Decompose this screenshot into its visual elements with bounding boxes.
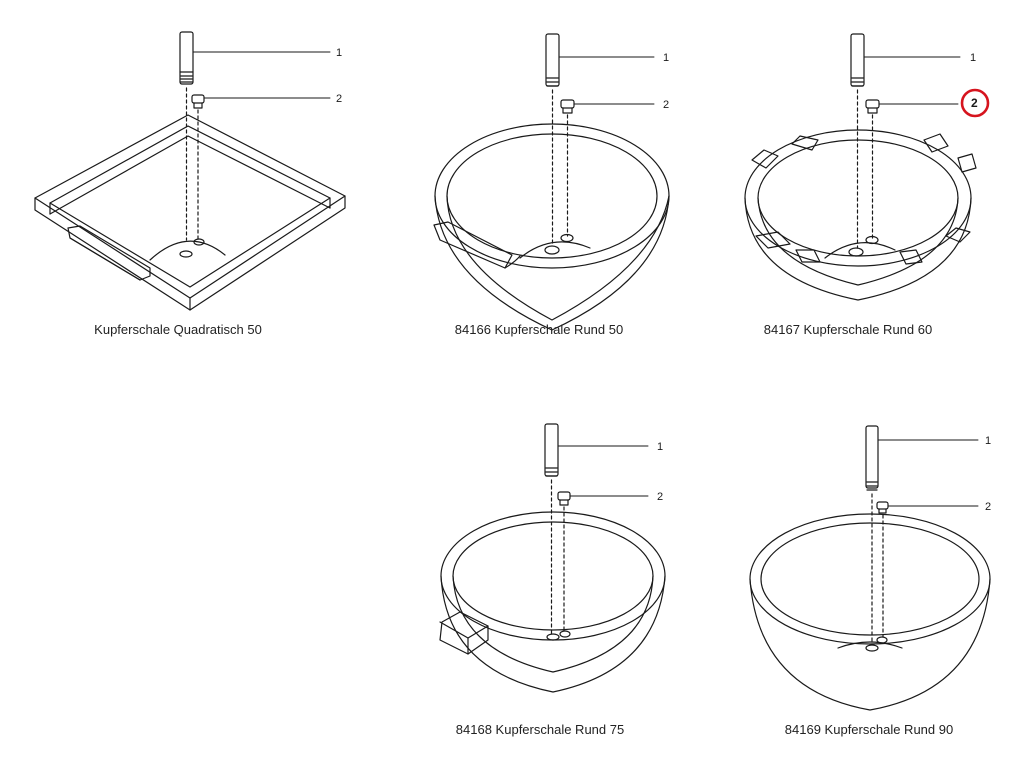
round-60-leaders (863, 56, 961, 105)
callout-2-round-50: 2 (663, 99, 669, 111)
callout-2-square: 2 (336, 93, 342, 105)
caption-round-90: 84169 Kupferschale Rund 90 (784, 722, 954, 737)
callout-2-round-90: 2 (985, 501, 991, 513)
round-75-plug (557, 491, 571, 633)
round-90-plug (876, 501, 889, 638)
round-90-bowl-drawing (749, 513, 991, 711)
round-75-pin (544, 423, 559, 635)
callout-1-round-75: 1 (657, 441, 663, 453)
square-bowl-drawing (34, 114, 346, 311)
round-50-bowl-drawing (433, 123, 670, 331)
highlight-circle (960, 88, 990, 118)
caption-round-75: 84168 Kupferschale Rund 75 (455, 722, 625, 737)
callout-1-round-90: 1 (985, 435, 991, 447)
round-50-pin (545, 33, 560, 247)
callout-1-square: 1 (336, 47, 342, 59)
callout-2-round-60: 2 (971, 96, 978, 110)
callout-1-round-50: 1 (663, 52, 669, 64)
round-50-leaders (558, 56, 655, 105)
caption-round-60: 84167 Kupferschale Rund 60 (763, 322, 933, 337)
caption-square-50: Kupferschale Quadratisch 50 (94, 322, 262, 337)
callout-1-round-60: 1 (970, 52, 976, 64)
square-bowl-pin (179, 31, 194, 241)
caption-round-50: 84166 Kupferschale Rund 50 (454, 322, 624, 337)
round-60-bowl-drawing (744, 129, 977, 301)
round-75-leaders (557, 445, 649, 497)
square-bowl-leaders (192, 51, 331, 99)
round-90-pin (865, 425, 879, 646)
round-50-plug (560, 99, 575, 237)
square-bowl-plug (191, 94, 205, 241)
round-60-pin (850, 33, 865, 249)
round-60-plug (865, 99, 880, 239)
round-75-bowl-drawing (439, 511, 666, 693)
callout-2-round-75: 2 (657, 491, 663, 503)
round-90-leaders (877, 439, 979, 507)
